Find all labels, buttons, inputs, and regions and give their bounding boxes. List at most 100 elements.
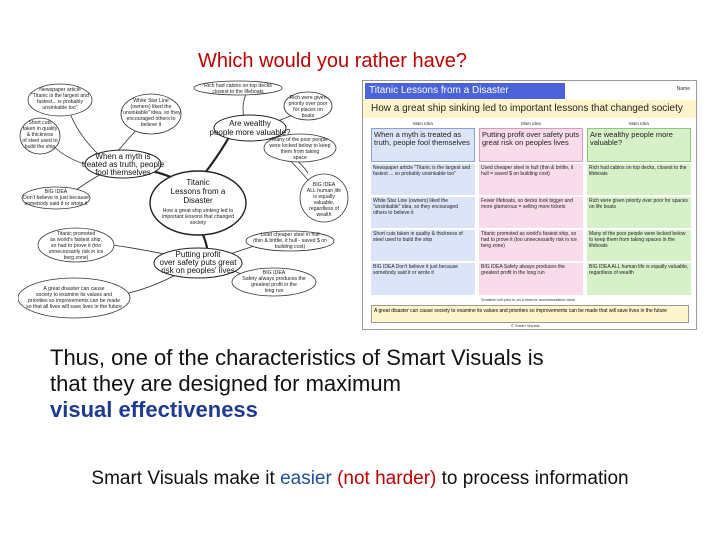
center-line-1: Titanic [186,178,209,187]
svg-text:Short cuts: Short cuts [28,120,52,126]
svg-text:build the ship: build the ship [25,144,56,150]
note-poor-locked: Many of the poor people were locked belo… [269,137,330,161]
table-cell: Rich had cabins on top decks, closest to… [587,164,691,195]
svg-text:long run: long run [265,288,284,294]
body-paragraph: Thus, one of the characteristics of Smar… [50,345,710,423]
main-idea-1: When a myth is treated as truth, people … [371,128,475,162]
paragraph-line-2: that they are designed for maximum [50,371,401,396]
svg-text:society to examine its values: society to examine its values and [36,292,112,298]
svg-text:is equally: is equally [313,194,335,200]
center-line-2: Lessons from a [171,187,226,196]
note-lead-steel: Lead cheaper steel in hull (thin & britt… [253,232,327,250]
svg-text:wealth: wealth [317,212,332,218]
svg-text:White Star Line: White Star Line [133,98,169,104]
svg-text:so had to prove it (too: so had to prove it (too [51,243,101,249]
branch-wealthy-1: Are wealthy [229,119,271,128]
svg-text:Newspaper article: Newspaper article [39,87,81,93]
svg-text:BIG IDEA: BIG IDEA [313,182,336,188]
svg-text:Lead cheaper steel in hull: Lead cheaper steel in hull [260,232,319,238]
table-subtitle: How a great ship sinking led to importan… [363,100,696,118]
bottom-sentence: Smart Visuals make it easier (not harder… [0,468,720,490]
svg-text:"unsinkable" idea, so they: "unsinkable" idea, so they [121,110,181,116]
table-foot-note: Smallest hull prior to an a reserve acco… [481,298,576,302]
svg-text:space: space [293,155,307,161]
note-bigidea-1: BIG IDEA Don't believe in just because s… [23,189,89,207]
column-header-1: Main Idea [413,121,433,126]
paragraph-highlight: visual effectiveness [50,397,258,422]
main-idea-2: Putting profit over safety puts great ri… [479,128,583,162]
table-cell: Many of the poor people were locked belo… [587,230,691,261]
svg-text:so that all lives will save li: so that all lives will save lives in the… [26,304,122,310]
table-header: Titanic Lessons from a Disaster [365,83,565,99]
table-footer: A great disaster can cause society to ex… [371,305,689,323]
table-cell: Rich were given priority over poor for s… [587,197,691,228]
svg-text:of steel used to: of steel used to [22,138,57,144]
svg-text:for places on: for places on [293,107,323,113]
paragraph-line-1: Thus, one of the characteristics of Smar… [50,345,544,370]
svg-text:A great disaster can cause: A great disaster can cause [43,286,104,292]
bottom-easier: easier [280,468,332,489]
svg-text:them from taking: them from taking [281,149,320,155]
bottom-post: to process information [436,468,629,489]
table-cell: Used cheaper steel in hull (thin & britt… [479,164,583,195]
svg-text:BIG IDEA: BIG IDEA [45,189,68,195]
svg-text:BIG IDEA: BIG IDEA [263,270,286,276]
mindmap-graphic: Titanic Lessons from a Disaster How a gr… [18,80,349,319]
note-shortcuts: Short cuts taken in quality & thickness … [22,120,57,150]
table-cell: Newspaper article "Titanic is the larges… [371,164,475,195]
table-cell: BIG IDEA Don't believe it just because s… [371,263,475,295]
note-newspaper: Newspaper article "Titanic is the larges… [31,87,89,111]
svg-text:valuable,: valuable, [314,200,335,206]
svg-text:taken in quality: taken in quality [23,126,58,132]
svg-text:greatest profit in the: greatest profit in the [251,282,297,288]
branch-profit-3: risk on peoples' lives [161,266,235,275]
note-bigidea-2: BIG IDEA ALL human life is equally valua… [307,182,342,218]
svg-text:berg zone): berg zone) [64,255,89,261]
bottom-pre: Smart Visuals make it [91,468,281,489]
svg-text:encouraged others to: encouraged others to [126,116,175,122]
svg-text:somebody said it or wrote it: somebody said it or wrote it [24,201,88,207]
main-idea-3: Are wealthy people more valuable? [587,128,691,162]
column-header-3: Main Idea [629,121,649,126]
svg-text:Titanic promoted: Titanic promoted [57,231,96,237]
center-line-3: Disaster [183,196,213,205]
center-sub-1: How a great ship sinking led to [163,208,234,214]
svg-text:regardless of: regardless of [309,206,340,212]
branch-profit-1: Putting profit [176,250,222,259]
svg-text:priority over poor: priority over poor [289,101,328,107]
svg-text:Rich were given: Rich were given [290,95,327,101]
center-sub-3: society [190,220,207,226]
bottom-not-harder: (not harder) [337,468,437,489]
svg-text:"Titanic is the largest and: "Titanic is the largest and [31,93,89,99]
branch-wealthy-2: people more valuable? [210,128,291,137]
svg-text:closest to the lifeboats: closest to the lifeboats [212,89,264,95]
note-disaster: A great disaster can cause society to ex… [26,286,122,310]
svg-text:boats: boats [302,113,315,119]
svg-text:believe it: believe it [141,122,162,128]
svg-text:unnecessarily risk in ice: unnecessarily risk in ice [49,249,104,255]
table-cell: Short cuts taken in quality & thickness … [371,230,475,261]
svg-text:& thickness: & thickness [27,132,54,138]
name-label: Name [676,86,690,92]
note-rich-cabins: Rich had cabins on top decks closest to … [204,83,272,95]
note-promoted: Titanic promoted as world's fastest ship… [49,231,104,261]
svg-text:fastest... is probably: fastest... is probably [37,99,84,105]
column-header-2: Main Idea [521,121,541,126]
slide-title: Which would you rather have? [197,50,468,72]
svg-text:Rich had cabins on top decks: Rich had cabins on top decks [204,83,272,89]
svg-text:as world's fastest ship,: as world's fastest ship, [50,237,102,243]
svg-text:were locked below to keep: were locked below to keep [269,143,330,149]
note-bigidea-3: BIG IDEA Safety always produces the grea… [242,270,306,294]
note-whitestar: White Star Line (owners) liked the "unsi… [121,98,181,128]
branch-myth-2: treated as truth, people [82,160,165,169]
branch-profit-2: over safety puts great [160,258,238,267]
branch-myth-3: fool themselves [95,168,151,177]
svg-text:priorities so improvements can: priorities so improvements can be made [28,298,120,304]
svg-text:(thin & brittle, it hull - sav: (thin & brittle, it hull - saved $ on [253,238,327,244]
note-rich-priority: Rich were given priority over poor for p… [289,95,328,119]
lesson-table: Titanic Lessons from a Disaster Name How… [362,80,697,330]
svg-text:unsinkable too": unsinkable too" [42,105,77,111]
svg-text:ALL human life: ALL human life [307,188,342,194]
svg-text:Don't believe in just because: Don't believe in just because [23,195,89,201]
table-cell: BIG IDEA ALL human life is equally valua… [587,263,691,295]
